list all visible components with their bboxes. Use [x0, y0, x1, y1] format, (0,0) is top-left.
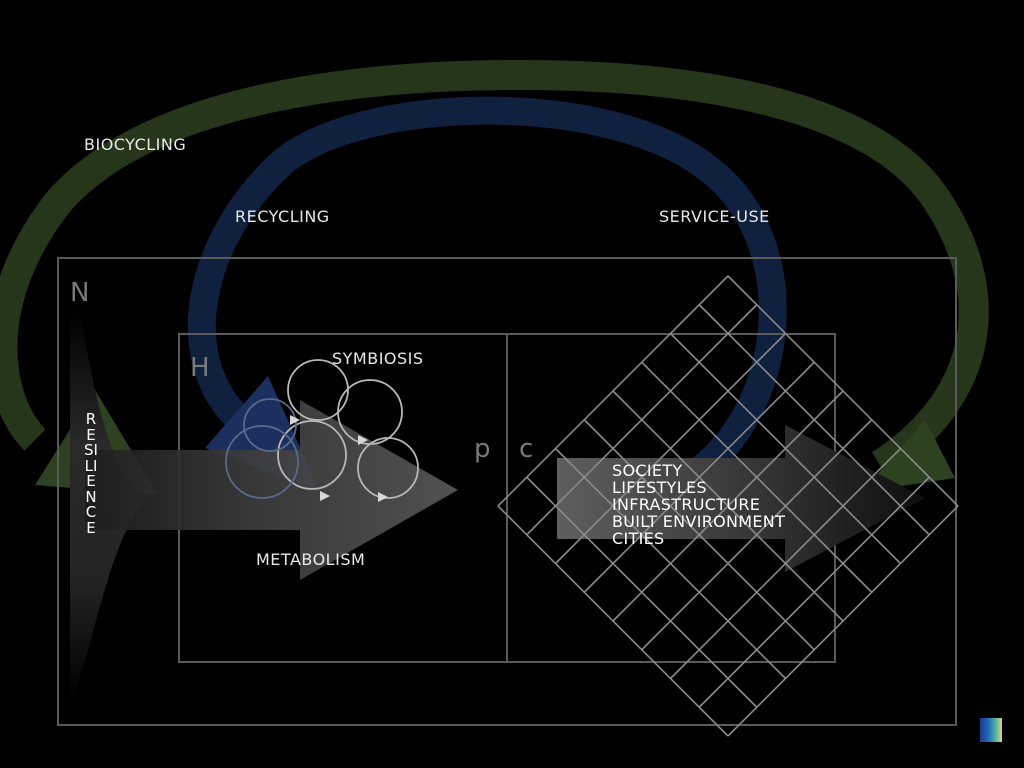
outcomes-list: SOCIETY LIFESTYLES INFRASTRUCTURE BUILT …: [612, 462, 785, 547]
symbiosis-loop: [225, 425, 299, 499]
symbiosis-label: SYMBIOSIS: [332, 349, 424, 368]
recycling-loop-band: [187, 96, 787, 482]
symbiosis-loops: [225, 359, 419, 499]
metabolism-arrow: [85, 400, 458, 580]
grid-line: [497, 505, 729, 737]
service-use-arrow: [557, 425, 925, 572]
resilience-label: RESILIENCE: [84, 410, 98, 537]
biocycling-loop-band: [0, 59, 989, 478]
outcome-item: LIFESTYLES: [612, 478, 707, 497]
service-grid: [497, 275, 959, 737]
symbiosis-arrowhead: [290, 415, 300, 425]
biocycling-label: BIOCYCLING: [84, 135, 187, 154]
grid-line: [698, 476, 930, 708]
frame-n-label: N: [70, 278, 90, 308]
outcome-item: CITIES: [612, 529, 665, 548]
outcome-item: INFRASTRUCTURE: [612, 495, 761, 514]
grid-line: [554, 447, 787, 680]
outcome-item: SOCIETY: [612, 461, 683, 480]
symbiosis-arrowhead: [378, 492, 388, 502]
symbiosis-loop: [277, 420, 347, 490]
grid-line: [583, 419, 815, 651]
c-label: c: [519, 434, 534, 464]
recycling-label: RECYCLING: [235, 207, 330, 226]
symbiosis-loop: [337, 379, 403, 445]
grid-line: [727, 505, 959, 737]
symbiosis-arrowheads: [290, 415, 388, 502]
p-label: p: [474, 434, 491, 464]
grid-line: [669, 447, 902, 680]
grid-line: [612, 390, 844, 622]
corner-color-swatch: [980, 718, 1002, 742]
symbiosis-loop: [243, 398, 297, 452]
metabolism-label: METABOLISM: [256, 550, 366, 569]
symbiosis-arrowhead: [320, 491, 330, 501]
symbiosis-arrowhead: [358, 435, 368, 445]
outcome-item: BUILT ENVIRONMENT: [612, 512, 786, 531]
frame-h-label: H: [190, 353, 210, 383]
frame-n: [57, 257, 957, 726]
grid-line: [641, 419, 873, 651]
grid-line: [526, 476, 758, 708]
symbiosis-loop: [357, 437, 419, 499]
service-use-label: SERVICE-USE: [659, 207, 770, 226]
